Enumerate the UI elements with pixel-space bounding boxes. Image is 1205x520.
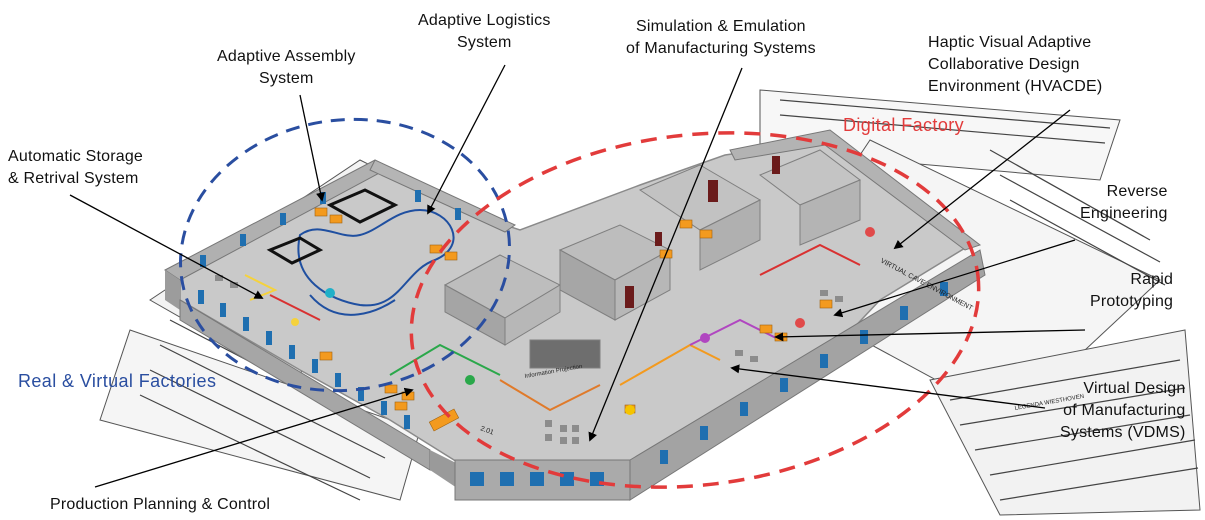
leader-production-planning — [94, 387, 414, 488]
zone-title-real-virtual: Real & Virtual Factories — [18, 371, 217, 391]
leader-haptic — [893, 109, 1071, 250]
label-line: Environment (HVACDE) — [928, 78, 1103, 95]
label-line: Adaptive Assembly — [217, 48, 356, 65]
cabinets — [625, 156, 780, 308]
zone-markers — [291, 227, 875, 415]
leader-automatic-storage — [69, 194, 264, 299]
leader-lines — [69, 64, 1086, 488]
desk-clusters — [314, 207, 833, 432]
label-rapid-prototyping: Rapid Prototyping — [1090, 269, 1173, 313]
label-line: Simulation & Emulation — [635, 18, 806, 35]
assembly-linework — [244, 188, 861, 412]
blueprint-lines — [139, 99, 1199, 501]
leader-adaptive-assembly — [299, 94, 325, 202]
leader-reverse-engineering — [833, 239, 1076, 318]
workstations — [215, 275, 843, 444]
windows — [198, 190, 948, 486]
label-line: Automatic Storage — [8, 148, 144, 165]
label-line: Haptic Visual Adaptive — [928, 34, 1092, 51]
label-line: Reverse — [1106, 183, 1168, 200]
label-line: Adaptive Logistics — [418, 12, 551, 29]
label-line: of Manufacturing Systems — [626, 40, 816, 57]
digital-factory-zone-ellipse — [409, 131, 981, 489]
label-line: Engineering — [1080, 205, 1168, 222]
label-production-planning: Production Planning & Control — [50, 494, 270, 516]
label-line: & Retrival System — [8, 170, 139, 187]
label-line: Collaborative Design — [928, 56, 1080, 73]
label-line: Production Planning & Control — [50, 496, 271, 513]
label-automatic-storage: Automatic Storage & Retrival System — [8, 146, 143, 190]
label-reverse-engineering: Reverse Engineering — [1080, 181, 1168, 225]
label-line: System — [457, 34, 512, 51]
leader-simulation-emulation — [588, 67, 743, 442]
leader-virtual-design — [730, 364, 1046, 409]
room-number-text: 2.01 — [479, 425, 494, 436]
outer-walls — [164, 129, 986, 501]
label-line: System — [259, 70, 314, 87]
label-simulation-emulation: Simulation & Emulation of Manufacturing … — [626, 16, 816, 60]
label-line: Rapid — [1130, 271, 1174, 288]
label-line: Systems (VDMS) — [1060, 424, 1186, 441]
leader-rapid-prototyping — [774, 329, 1086, 342]
leader-adaptive-logistics — [427, 64, 506, 215]
label-adaptive-assembly: Adaptive Assembly System — [217, 46, 356, 90]
label-line: Prototyping — [1090, 293, 1174, 310]
label-line: of Manufacturing — [1063, 402, 1186, 419]
label-line: Virtual Design — [1083, 380, 1186, 397]
label-virtual-design: Virtual Design of Manufacturing Systems … — [1060, 378, 1185, 444]
label-adaptive-logistics: Adaptive Logistics System — [418, 10, 551, 54]
label-haptic: Haptic Visual Adaptive Collaborative Des… — [928, 32, 1102, 98]
zone-title-digital-factory: Digital Factory — [843, 115, 965, 135]
real-virtual-zone-ellipse — [179, 117, 511, 393]
